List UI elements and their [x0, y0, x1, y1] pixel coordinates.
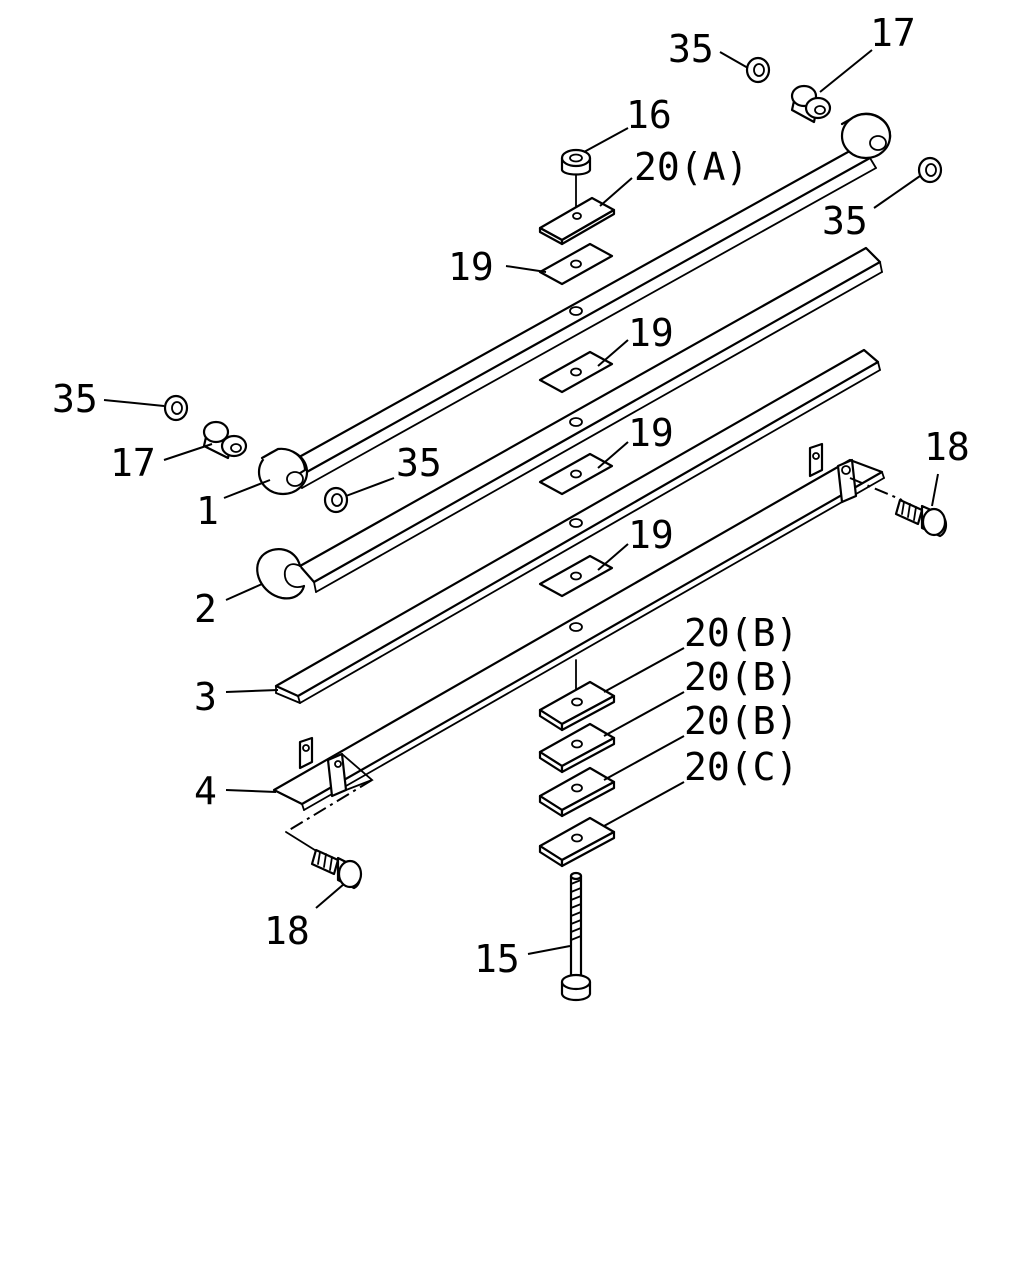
- nut-part-16: [560, 148, 592, 176]
- callout-20C: 20(C): [684, 745, 798, 789]
- bushing-part-17-left: [202, 420, 248, 460]
- callout-16: 16: [626, 93, 672, 137]
- spacer-part-20B-2: [538, 722, 616, 774]
- spacer-part-20B-1: [538, 680, 616, 732]
- pad-part-19-c: [538, 452, 614, 496]
- callout-20B-3: 20(B): [684, 699, 798, 743]
- pad-part-19-a: [538, 242, 614, 286]
- washer-part-35-right: [917, 156, 943, 184]
- callout-35-mid: 35: [396, 441, 442, 485]
- bushing-part-17-top: [790, 84, 832, 124]
- callout-17-top: 17: [870, 11, 916, 55]
- callout-35-top: 35: [668, 27, 714, 71]
- callout-labels: 35 17 16 20(A) 35 19 19 19 19 35 17 1 35…: [52, 11, 970, 981]
- callout-20A: 20(A): [634, 145, 748, 189]
- callout-18-right: 18: [924, 425, 970, 469]
- callout-20B-2: 20(B): [684, 655, 798, 699]
- second-leaf-part-2: [256, 246, 883, 600]
- callout-18-left: 18: [264, 909, 310, 953]
- spacer-part-20A: [538, 196, 616, 246]
- spacer-part-20C: [538, 816, 616, 868]
- washer-part-35-left: [163, 394, 189, 422]
- callout-35-left: 35: [52, 377, 98, 421]
- clip-bolt-part-18-right: [849, 477, 948, 538]
- callout-17-left: 17: [110, 441, 156, 485]
- callout-19-d: 19: [628, 513, 674, 557]
- pad-part-19-d: [538, 554, 614, 598]
- callout-19-a: 19: [448, 245, 494, 289]
- callout-3: 3: [194, 675, 217, 719]
- center-bolt-part-15: [560, 871, 592, 1002]
- main-leaf-part-1: [257, 112, 892, 496]
- callout-2: 2: [194, 587, 217, 631]
- fourth-leaf-part-4: [272, 442, 885, 811]
- spacer-part-20B-3: [538, 766, 616, 818]
- washer-part-35-top: [745, 56, 771, 84]
- callout-20B-1: 20(B): [684, 611, 798, 655]
- callout-19-c: 19: [628, 411, 674, 455]
- callout-4: 4: [194, 769, 217, 813]
- callout-15: 15: [474, 937, 520, 981]
- pad-part-19-b: [538, 350, 614, 394]
- callout-35-right: 35: [822, 199, 868, 243]
- callout-19-b: 19: [628, 311, 674, 355]
- callout-1: 1: [196, 489, 219, 533]
- clip-bolt-part-18-left: [285, 779, 373, 890]
- leader-lines: [103, 49, 939, 955]
- third-leaf-part-3: [274, 348, 881, 704]
- washer-part-35-mid: [323, 486, 349, 514]
